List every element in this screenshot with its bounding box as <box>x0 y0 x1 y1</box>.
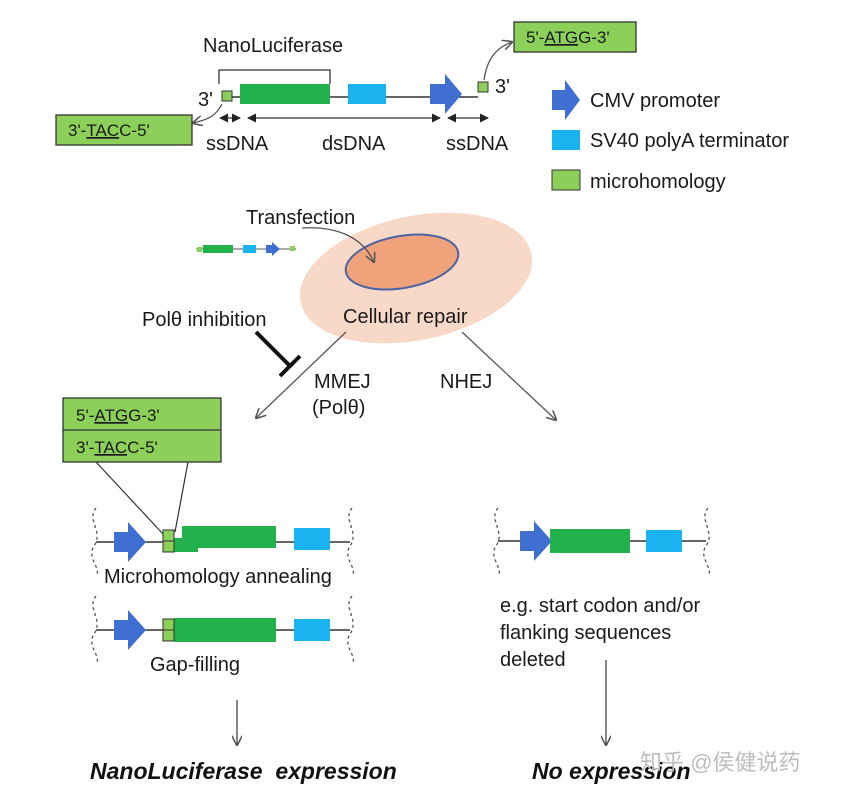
inhibition-bar <box>278 354 302 378</box>
zoom-line-left <box>95 461 164 535</box>
bottom-sequence-text: 3'-TACC-5' <box>68 121 150 140</box>
inhibition-line <box>254 330 292 368</box>
microhomology-box-bottom <box>162 629 175 642</box>
nanoluciferase-bracket <box>218 69 331 84</box>
sv40-terminator-box <box>294 528 330 550</box>
nanoluciferase-expression-label: NanoLuciferase expression <box>90 758 397 784</box>
sv40-terminator-box <box>294 619 330 641</box>
nhej-note-line-1: e.g. start codon and/or <box>500 595 700 617</box>
nhej-label: NHEJ <box>440 371 492 393</box>
bottom-sequence-box <box>55 114 193 146</box>
transfection-arrow <box>301 227 374 262</box>
pointer-bottom-seq <box>193 103 223 123</box>
nhej-arrow <box>461 331 556 420</box>
three-prime-right: 3' <box>495 76 510 98</box>
nhej-note-line-3: deleted <box>500 649 566 671</box>
pointer-top-seq <box>483 42 512 81</box>
cmv-promoter-arrow-icon <box>520 521 552 561</box>
microhomology-box-bottom <box>162 540 175 553</box>
sv40-terminator-box-icon <box>552 130 580 150</box>
pol-inhibition-label: Polθ inhibition <box>142 309 267 331</box>
nanoluciferase-gene-box <box>182 526 276 548</box>
mini-construct <box>196 242 296 256</box>
pathway-arrows: MMEJ (Polθ) NHEJ <box>256 331 556 420</box>
watermark-text: 知乎 @侯健说药 <box>640 750 800 775</box>
three-prime-left: 3' <box>198 89 213 111</box>
mmej-label: MMEJ <box>314 371 371 393</box>
microhomology-box-icon <box>551 169 581 191</box>
ssdna-right-label: ssDNA <box>446 133 509 155</box>
legend: CMV promoter SV40 polyA terminator micro… <box>551 80 789 193</box>
annealing-construct: Microhomology annealing <box>91 507 354 588</box>
cmv-promoter-arrow-icon <box>552 80 580 120</box>
top-sequence-box <box>513 21 637 53</box>
microhomology-box-top <box>162 618 175 631</box>
nanoluciferase-title: NanoLuciferase <box>203 35 343 57</box>
mmej-bottom-sequence: 3'-TACC-5' <box>76 438 158 457</box>
mmej-polq-label: (Polθ) <box>312 397 365 419</box>
nhej-note-line-2: flanking sequences <box>500 622 671 644</box>
microhomology-box-right <box>477 81 489 93</box>
gapfilling-label: Gap-filling <box>150 654 240 676</box>
reporter-construct: NanoLuciferase 3' 3' 5'-ATGG-3' 3'-TACC-… <box>55 21 637 155</box>
top-sequence-text: 5'-ATGG-3' <box>526 28 610 47</box>
cmv-promoter-arrow-icon <box>114 610 146 650</box>
mmej-arrow <box>256 331 347 418</box>
cell-section: Transfection Cellular repair Polθ inhibi… <box>142 207 533 378</box>
zoom-line-right <box>174 461 189 533</box>
cell-nucleus <box>344 233 460 291</box>
mmej-top-sequence: 5'-ATGG-3' <box>76 406 160 425</box>
nanoluciferase-gene-box <box>174 618 276 642</box>
microhomology-box-top <box>162 529 175 542</box>
nanoluciferase-gene-box <box>240 84 330 104</box>
nanoluciferase-gene-box <box>550 529 630 553</box>
legend-label-sv40: SV40 polyA terminator <box>590 130 789 152</box>
legend-label-cmv: CMV promoter <box>590 90 720 112</box>
cmv-promoter-arrow-icon <box>430 74 462 114</box>
mmej-sequence-box: 5'-ATGG-3' 3'-TACC-5' <box>62 397 222 535</box>
dsdna-label: dsDNA <box>322 133 386 155</box>
sv40-terminator-box <box>646 530 682 552</box>
annealing-label: Microhomology annealing <box>104 566 332 588</box>
nanoluciferase-step <box>240 91 256 104</box>
cmv-promoter-arrow-icon <box>114 522 146 562</box>
cellular-repair-label: Cellular repair <box>343 306 468 328</box>
nhej-construct: e.g. start codon and/or flanking sequenc… <box>493 507 710 671</box>
no-expression-label: No expression <box>532 758 691 784</box>
ssdna-left-label: ssDNA <box>206 133 269 155</box>
gapfilling-construct: Gap-filling <box>91 595 354 676</box>
legend-label-microhomology: microhomology <box>590 171 726 193</box>
microhomology-box-left <box>221 90 233 102</box>
transfection-label: Transfection <box>246 207 355 229</box>
sv40-terminator-box <box>348 84 386 104</box>
